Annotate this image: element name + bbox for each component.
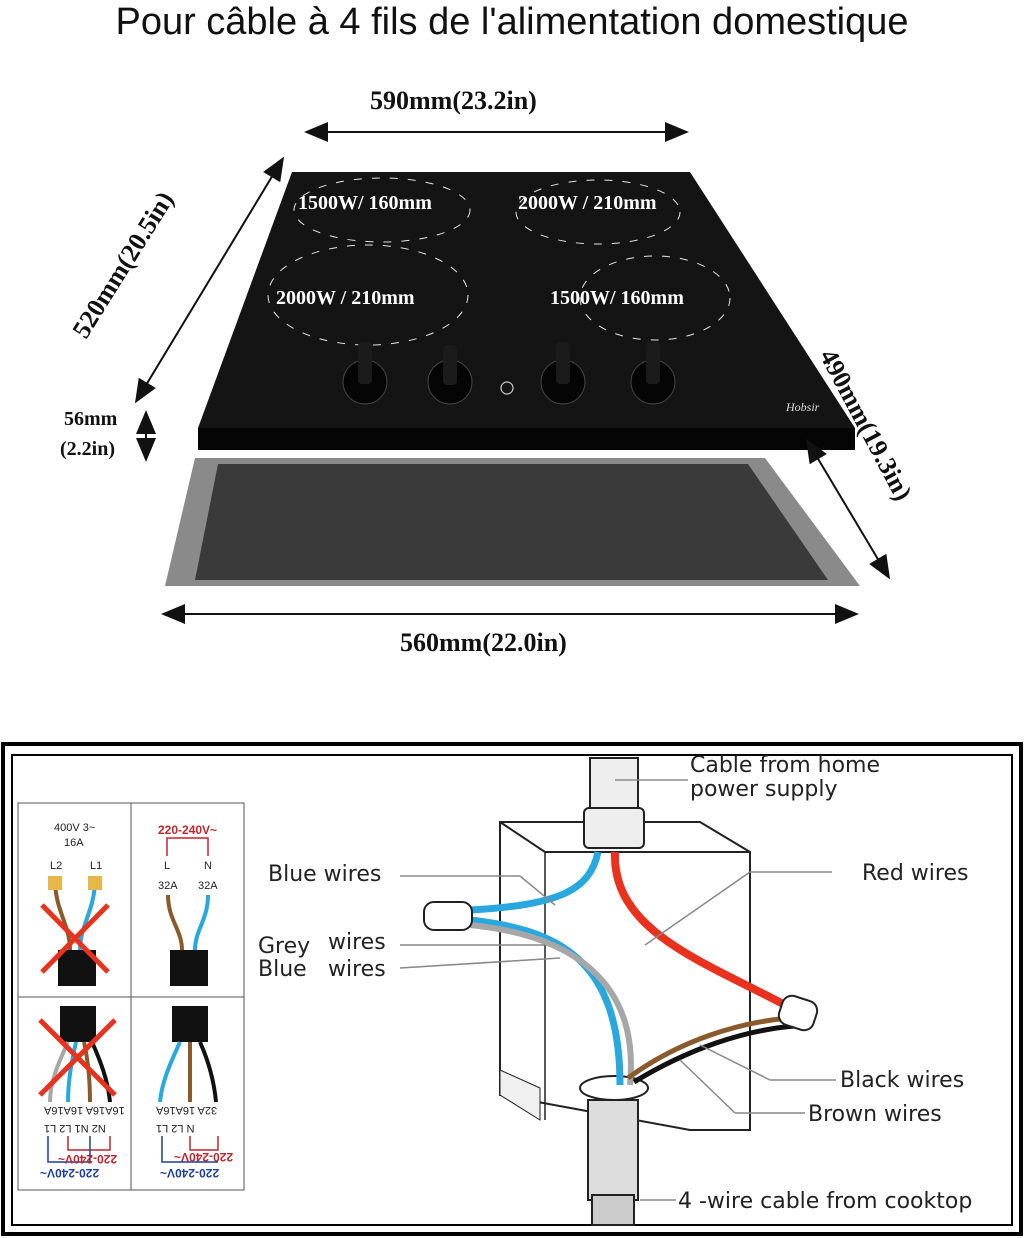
label-blue-wires-2: wires — [328, 957, 386, 982]
knob-1-icon — [342, 342, 388, 405]
label-grey: Grey — [258, 934, 311, 959]
zone-label-top-right: 2000W / 210mm — [518, 192, 657, 214]
cutout-inner — [195, 464, 828, 580]
panel-q4-voltage-red: 220-240V~ — [174, 1150, 234, 1164]
panel-q1-l1: L1 — [90, 860, 103, 872]
dim-bottom-width: 560mm(22.0in) — [400, 628, 567, 657]
label-cable-home-2: power supply — [690, 777, 838, 802]
panel-q4-voltage-blue: 220-240V~ — [160, 1166, 220, 1180]
arrow-right-depth — [805, 438, 891, 580]
label-brown-wires: Brown wires — [808, 1102, 942, 1127]
label-blue-wires: Blue wires — [268, 862, 382, 887]
panel-q1-voltage: 400V 3~ — [54, 822, 96, 834]
zone-label-top-left: 1500W/ 160mm — [298, 192, 432, 214]
label-cooktop-cable: 4 -wire cable from cooktop — [678, 1189, 973, 1214]
black-wire — [632, 1023, 796, 1085]
red-wire — [610, 851, 787, 1009]
wiring-outer-frame — [1, 742, 1023, 1236]
power-icon — [500, 381, 514, 395]
knob-3-icon — [540, 342, 586, 405]
blue-wire — [469, 916, 624, 1086]
wire-nut-icon — [777, 994, 819, 1032]
cooktop-side — [198, 428, 855, 450]
junction-box — [499, 821, 751, 1131]
zone-ring — [293, 177, 471, 243]
panel-q3-amps: 16A16A 16A16A — [44, 1104, 125, 1116]
brown-wire — [626, 1015, 791, 1081]
panel-q3-terms: N2 N1 L2 L1 — [44, 1122, 106, 1134]
home-cable — [589, 757, 639, 824]
knob-4-icon — [630, 342, 676, 405]
brand-logo: Hobsir — [786, 400, 820, 414]
cooktop-cable — [587, 1099, 639, 1201]
cooktop-illustration — [134, 122, 891, 624]
panel-q2-n: N — [204, 860, 212, 872]
label-cable-home: Cable from home — [690, 753, 881, 778]
cross-icon — [40, 903, 110, 974]
label-red-wires: Red wires — [862, 861, 969, 886]
wire-nut-icon — [423, 901, 473, 931]
panel-q2-a2: 32A — [198, 880, 218, 892]
label-black-wires: Black wires — [840, 1068, 965, 1093]
panel-q1-amp: 16A — [64, 837, 84, 849]
panel-q4-amps: 32A 16A16A — [156, 1104, 218, 1116]
panel-q2-a1: 32A — [158, 880, 178, 892]
zone-label-bottom-right: 1500W/ 160mm — [550, 287, 684, 309]
label-blue-2: Blue — [258, 957, 307, 982]
dim-height-in: (2.2in) — [60, 438, 115, 460]
blue-wire — [469, 851, 602, 914]
page-title: Pour câble à 4 fils de l'alimentation do… — [115, 1, 909, 43]
dim-top-width: 590mm(23.2in) — [370, 86, 537, 115]
panel-q3-voltage-blue: 220-240V~ — [40, 1166, 100, 1180]
panel-q1-l2: L2 — [50, 860, 63, 872]
grey-wire — [469, 922, 634, 1086]
panel-q4-terms: N L2 L1 — [156, 1122, 195, 1134]
zone-label-bottom-left: 2000W / 210mm — [276, 287, 415, 309]
arrow-left-depth — [134, 156, 285, 404]
panel-q2-l: L — [164, 860, 171, 872]
label-grey-wires: wires — [328, 930, 386, 955]
zone-ring — [515, 179, 681, 245]
zone-ring — [579, 255, 731, 341]
panel-q3-voltage-red: 220-240V~ — [58, 1152, 118, 1166]
panel-q2-voltage: 220-240V~ — [158, 823, 218, 837]
dim-height-mm: 56mm — [64, 408, 118, 430]
knob-2-icon — [427, 345, 473, 405]
